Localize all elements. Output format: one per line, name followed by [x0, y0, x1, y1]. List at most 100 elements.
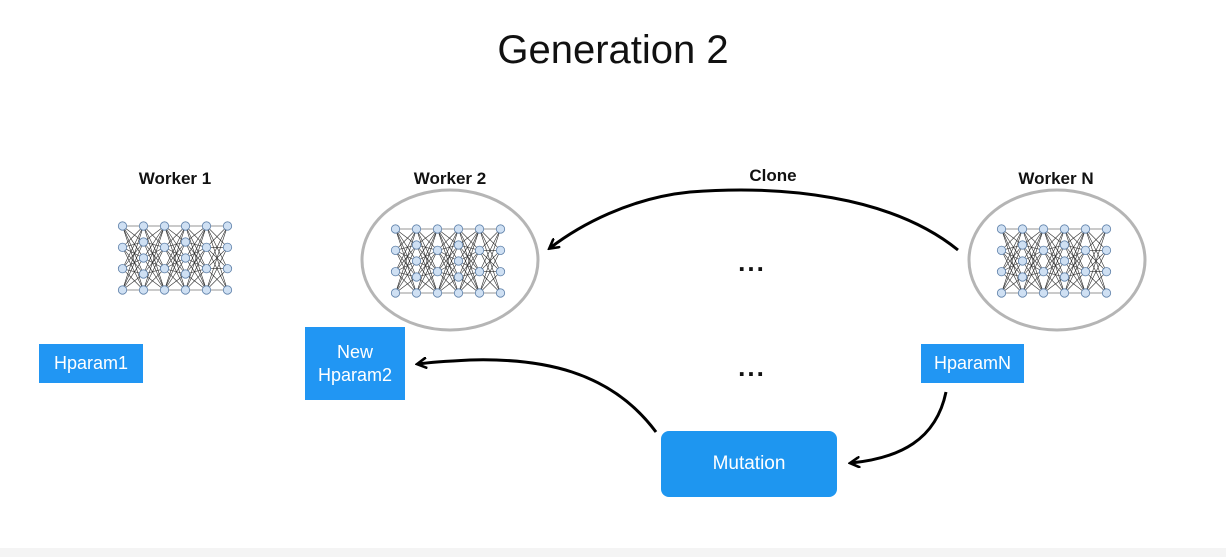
- network-node: [180, 269, 191, 279]
- network-connection: [458, 228, 480, 262]
- network-node: [411, 224, 422, 234]
- network-node: [201, 264, 212, 274]
- network-node: [996, 224, 1007, 234]
- network-connection: [458, 228, 480, 294]
- network-connection: [437, 244, 459, 294]
- network-connection: [1022, 260, 1044, 294]
- network-node: [1059, 240, 1070, 250]
- network-connection: [206, 225, 228, 291]
- network-connection: [1043, 228, 1065, 294]
- network-connection: [1001, 228, 1023, 251]
- network-node: [1059, 288, 1070, 298]
- network-connection: [164, 241, 186, 291]
- network-node: [474, 245, 485, 255]
- network-connection: [122, 268, 144, 291]
- network-node: [432, 245, 443, 255]
- network-connection: [1064, 271, 1086, 294]
- network-connection: [185, 268, 207, 291]
- network-connection: [143, 225, 165, 275]
- ellipsis-workers: ...: [738, 247, 766, 277]
- network-connection: [1001, 228, 1023, 272]
- network-connection: [1022, 271, 1044, 294]
- network-connection: [416, 250, 438, 278]
- network-node: [495, 267, 506, 277]
- network-connection: [437, 228, 459, 262]
- network-node: [201, 285, 212, 295]
- network-node: [1038, 288, 1049, 298]
- network-node: [1059, 272, 1070, 282]
- network-node: [222, 242, 233, 252]
- network-node: [222, 264, 233, 274]
- network-connection: [1064, 228, 1086, 251]
- neural-network-icon: [117, 221, 233, 295]
- network-connection: [164, 225, 186, 275]
- new-hparam2-label-line2: Hparam2: [317, 364, 393, 385]
- network-connection: [395, 250, 417, 294]
- network-node: [138, 253, 149, 263]
- network-connection: [416, 244, 438, 272]
- network-connection: [122, 247, 144, 291]
- network-connection: [1001, 271, 1023, 294]
- network-node: [432, 267, 443, 277]
- network-connection: [164, 241, 186, 269]
- bottom-strip: [0, 548, 1226, 557]
- network-connection: [185, 225, 207, 291]
- network-connection: [416, 228, 438, 294]
- network-connection: [1085, 228, 1107, 272]
- network-connection: [122, 241, 144, 291]
- network-node: [222, 285, 233, 295]
- network-connection: [122, 225, 144, 291]
- network-node: [1101, 288, 1112, 298]
- network-connection: [164, 225, 186, 259]
- network-node: [222, 221, 233, 231]
- network-connection: [1085, 250, 1107, 294]
- network-connection: [1022, 250, 1044, 278]
- network-connection: [458, 228, 480, 272]
- network-node: [1101, 267, 1112, 277]
- network-connection: [479, 228, 501, 251]
- network-node: [411, 288, 422, 298]
- network-connection: [416, 228, 438, 278]
- network-node: [159, 242, 170, 252]
- network-node: [432, 224, 443, 234]
- network-node: [495, 224, 506, 234]
- network-node: [138, 221, 149, 231]
- worker-n-highlight-ellipse: [967, 188, 1147, 332]
- network-node: [138, 285, 149, 295]
- network-connection: [416, 250, 438, 294]
- network-connection: [395, 271, 417, 294]
- network-connection: [458, 244, 480, 272]
- network-connection: [206, 268, 228, 291]
- network-connection: [1043, 244, 1065, 294]
- network-connection: [185, 225, 207, 275]
- network-connection: [143, 225, 165, 259]
- network-connection: [1022, 228, 1044, 272]
- mutation-to-hparam2-arrow: [418, 360, 658, 433]
- network-connection: [143, 225, 165, 248]
- network-connection: [395, 244, 417, 272]
- network-connection: [185, 241, 207, 291]
- new-hparam2-box: New Hparam2: [305, 327, 405, 400]
- network-node: [474, 224, 485, 234]
- network-node: [453, 256, 464, 266]
- network-connection: [1085, 271, 1107, 294]
- mutation-box: Mutation: [661, 431, 837, 497]
- neural-network-icon: [390, 224, 506, 298]
- network-node: [411, 272, 422, 282]
- new-hparam2-label-line1: New: [336, 341, 373, 362]
- network-connection: [395, 228, 417, 294]
- network-node: [495, 245, 506, 255]
- ellipsis-hparams: ...: [738, 352, 766, 382]
- network-connection: [458, 271, 480, 294]
- hparamn-label: HparamN: [933, 353, 1012, 373]
- network-connection: [437, 271, 459, 294]
- network-node: [117, 242, 128, 252]
- network-connection: [1022, 244, 1044, 294]
- network-connection: [458, 228, 480, 251]
- network-node: [996, 288, 1007, 298]
- network-node: [201, 242, 212, 252]
- network-connection: [437, 228, 459, 272]
- network-connection: [458, 260, 480, 294]
- network-connection: [143, 247, 165, 275]
